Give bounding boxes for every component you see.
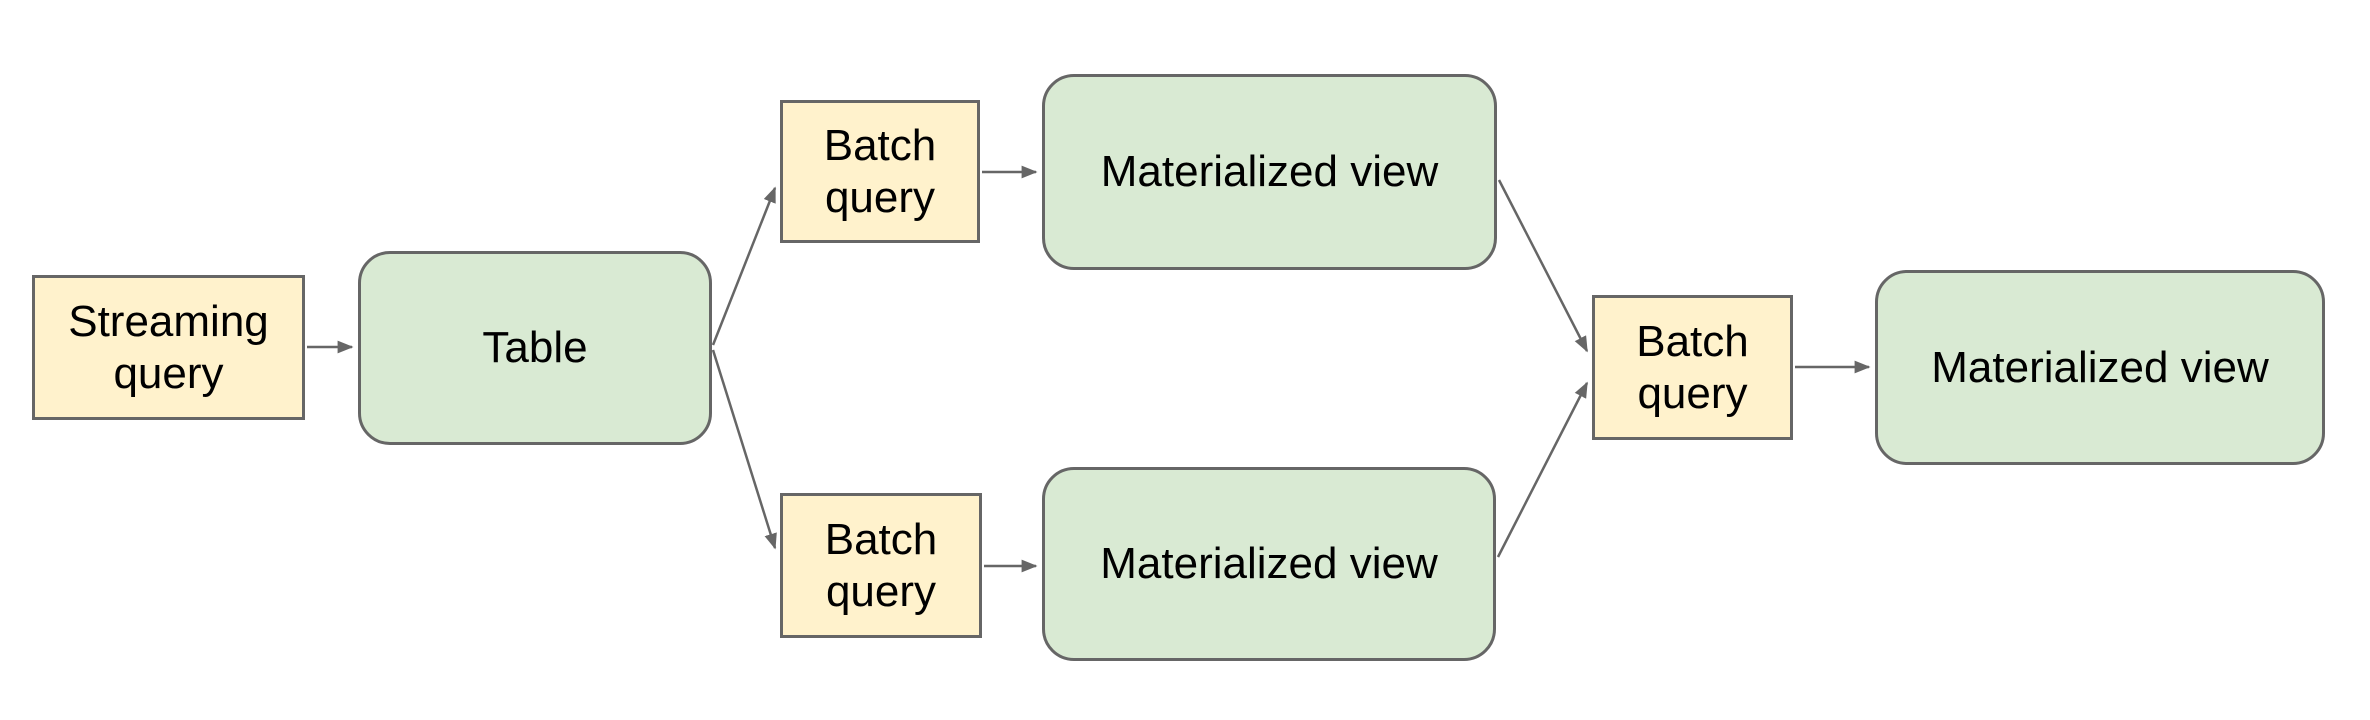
node-materialized-view-right-label: Materialized view <box>1931 342 2269 392</box>
node-materialized-view-bottom-label: Materialized view <box>1100 539 1438 589</box>
edge-mv-top-to-batch-query-right <box>1497 179 1589 353</box>
node-streaming-query-label: Streaming query <box>68 297 269 398</box>
node-batch-query-bottom: Batch query <box>780 493 982 638</box>
node-table: Table <box>358 251 712 445</box>
node-batch-query-right: Batch query <box>1592 295 1793 440</box>
node-materialized-view-bottom: Materialized view <box>1042 467 1496 661</box>
node-materialized-view-top: Materialized view <box>1042 74 1497 270</box>
edge-table-to-batch-query-top <box>711 186 777 346</box>
edge-mv-bottom-to-batch-query-right <box>1496 381 1589 558</box>
node-materialized-view-right: Materialized view <box>1875 270 2325 465</box>
node-batch-query-bottom-label: Batch query <box>824 515 938 616</box>
edge-table-to-batch-query-bottom <box>711 349 777 550</box>
node-batch-query-top-label: Batch query <box>823 121 937 222</box>
node-batch-query-right-label: Batch query <box>1636 317 1749 418</box>
node-batch-query-top: Batch query <box>780 100 980 243</box>
node-streaming-query: Streaming query <box>32 275 305 420</box>
node-table-label: Table <box>482 323 588 373</box>
node-materialized-view-top-label: Materialized view <box>1100 147 1439 197</box>
